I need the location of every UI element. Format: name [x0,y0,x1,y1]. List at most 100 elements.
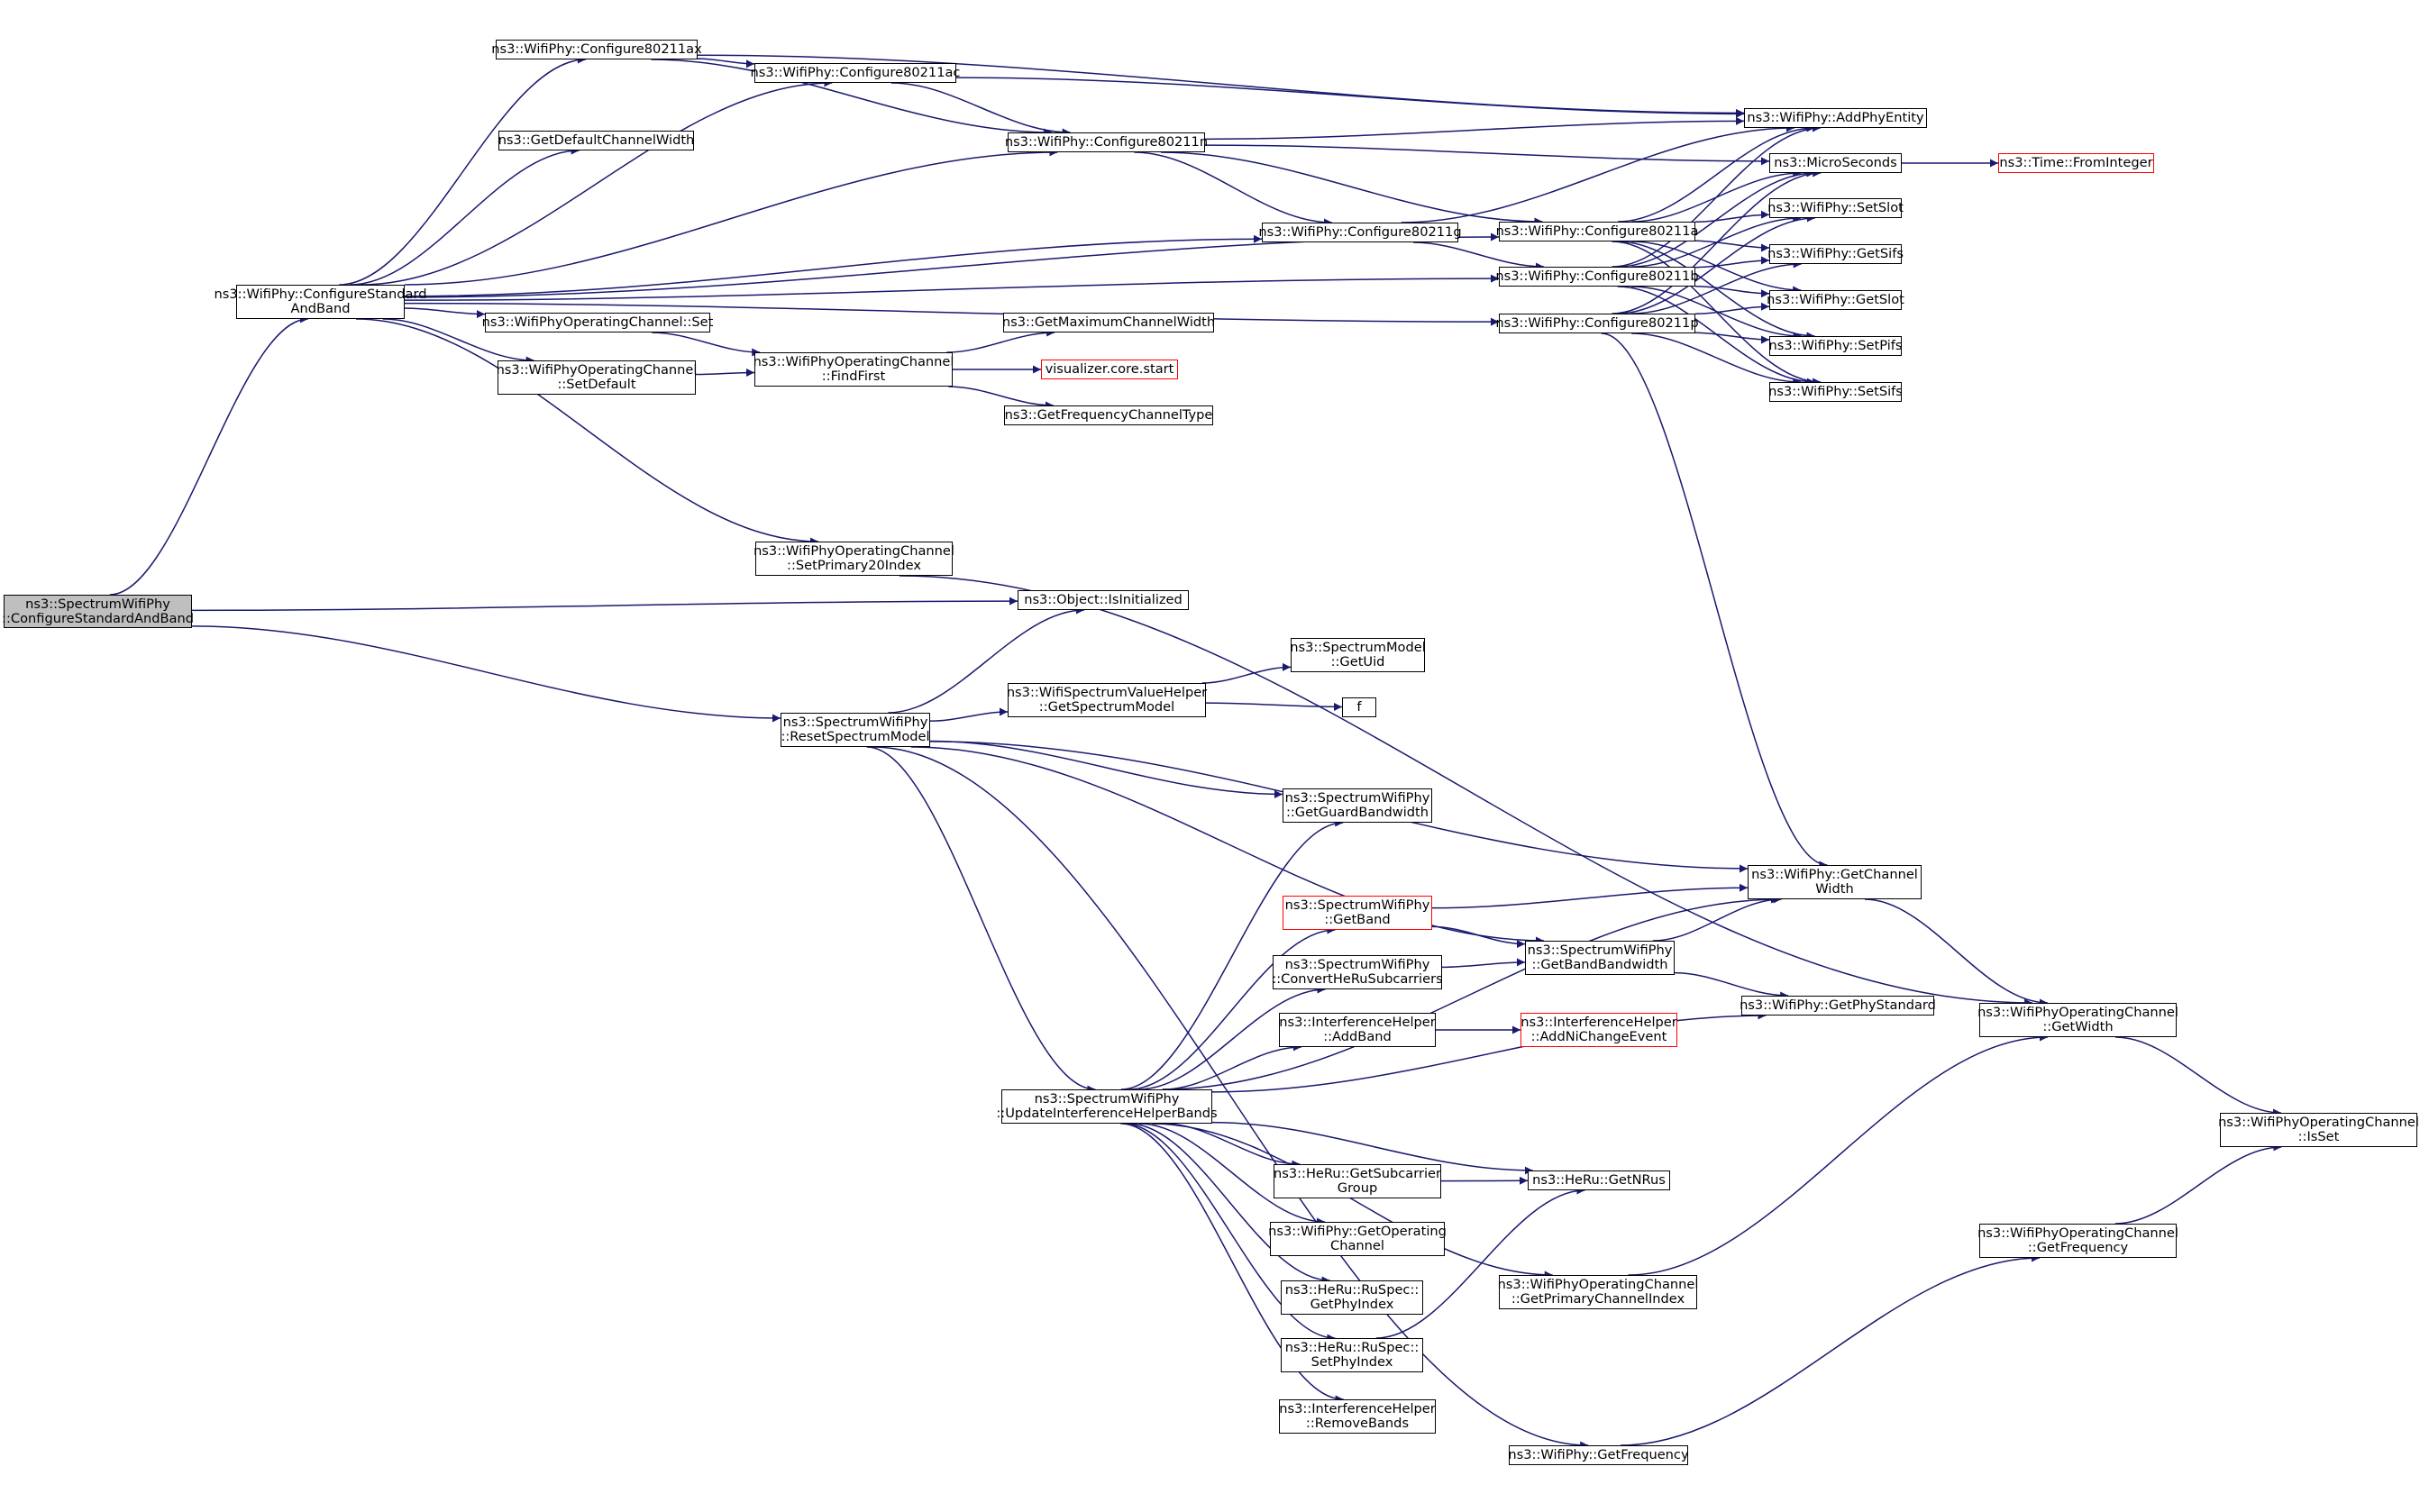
node-spectrumwifiphy-resetspectrummodel[interactable]: ns3::SpectrumWifiPhy::ResetSpectrumModel [781,713,930,747]
node-label-line: ns3::WifiPhy::Configure80211b [1495,269,1699,284]
node-configure-80211g[interactable]: ns3::WifiPhy::Configure80211g [1258,223,1462,242]
node-spectrumwifiphy-getband[interactable]: ns3::SpectrumWifiPhy::GetBand [1283,896,1432,930]
node-interferencehelper-removebands[interactable]: ns3::InterferenceHelper::RemoveBands [1279,1399,1436,1434]
node-configure-80211p[interactable]: ns3::WifiPhy::Configure80211p [1495,314,1699,333]
node-label-line: ::ResetSpectrumModel [781,729,930,744]
edge-get_channel_width-to-operating_channel_get_width [1865,898,2048,1007]
node-label-line: ns3::WifiPhy::GetSlot [1767,292,1904,307]
edge-configure_80211a-to-set_slot [1694,210,1770,223]
node-operatingchannel-getfrequency[interactable]: ns3::WifiPhyOperatingChannel::GetFrequen… [1977,1224,2178,1258]
node-wifiphy-getfrequency[interactable]: ns3::WifiPhy::GetFrequency [1508,1445,1689,1465]
edge-wifiphy_configure_standard-to-configure_80211g [404,234,1263,297]
edge-get_band-to-get_channel_width [1431,883,1749,909]
node-label-line: ::GetBandBandwidth [1531,957,1668,972]
edge-wifiphy_configure_standard-to-configure_80211ax [339,55,586,286]
node-getmaximumchannelwidth[interactable]: ns3::GetMaximumChannelWidth [1002,313,1215,332]
node-heru-getnrus[interactable]: ns3::HeRu::GetNRus [1528,1170,1670,1190]
node-configure-80211ac[interactable]: ns3::WifiPhy::Configure80211ac [751,63,960,83]
node-interferencehelper-addnichangeevent[interactable]: ns3::InterferenceHelper::AddNiChangeEven… [1520,1013,1677,1047]
edge-root-to-wifiphy_configure_standard [109,314,308,596]
node-spectrumwifiphy-convertherusubcarriers[interactable]: ns3::SpectrumWifiPhy::ConvertHeRuSubcarr… [1272,955,1443,989]
edge-operating_channel_get_frequency-to-operating_channel_is_set [2114,1143,2282,1225]
node-setslot[interactable]: ns3::WifiPhy::SetSlot [1767,198,1904,218]
edge-wifiphy_configure_standard-to-configure_80211p [404,302,1500,326]
edge-root-to-object_is_initialized [191,597,1018,612]
node-wifispectrumvaluehelper-getspectrummodel[interactable]: ns3::WifiSpectrumValueHelper::GetSpectru… [1007,683,1207,717]
node-microseconds[interactable]: ns3::MicroSeconds [1769,153,1902,173]
edge-update_interference_helper_bands-to-interference_remove_bands [1120,1123,1344,1404]
edge-configure_80211b-to-micro_seconds [1618,169,1815,268]
node-label-line: ::GetPrimaryChannelIndex [1511,1291,1685,1307]
node-label-line: ::GetFrequency [2027,1240,2129,1255]
node-f[interactable]: f [1342,697,1376,717]
edge-get_band_bandwidth-to-get_phy_standard [1674,971,1789,1000]
edge-update_interference_helper_bands-to-get_band [1128,925,1336,1090]
node-heru-ruspec-setphyindex[interactable]: ns3::HeRu::RuSpec::SetPhyIndex [1281,1338,1423,1372]
node-visualizer-core-start[interactable]: visualizer.core.start [1041,360,1178,379]
node-operatingchannel-setprimary20index[interactable]: ns3::WifiPhyOperatingChannel::SetPrimary… [753,542,954,576]
edge-configure_80211n-to-micro_seconds [1204,144,1770,166]
node-label-line: ns3::WifiPhy::GetPhyStandard [1740,997,1936,1013]
node-configure-80211n[interactable]: ns3::WifiPhy::Configure80211n [1005,132,1208,152]
node-operatingchannel-set[interactable]: ns3::WifiPhyOperatingChannel::Set [482,313,713,332]
edge-configure_80211p-to-micro_seconds [1612,169,1822,314]
node-label-line: ns3::WifiPhy::Configure80211p [1495,315,1699,331]
edge-update_interference_helper_bands-to-he_ru_get_nrus [1211,1121,1533,1175]
edge-wifiphy_get_frequency-to-operating_channel_get_frequency [1621,1253,2041,1446]
node-label-line: ns3::WifiPhy::Configure80211g [1258,224,1462,240]
node-addphyentity[interactable]: ns3::WifiPhy::AddPhyEntity [1744,108,1927,128]
node-operatingchannel-setdefault[interactable]: ns3::WifiPhyOperatingChannel::SetDefault [497,360,697,395]
node-configure-80211a[interactable]: ns3::WifiPhy::Configure80211a [1496,222,1698,241]
node-label-line: ns3::WifiPhy::SetSifs [1768,384,1903,399]
node-spectrumwifiphy-updateinterferencehelperbands[interactable]: ns3::SpectrumWifiPhy::UpdateInterference… [996,1089,1218,1124]
node-spectrumwifiphy-getbandbandwidth[interactable]: ns3::SpectrumWifiPhy::GetBandBandwidth [1525,941,1675,975]
edge-reset_spectrum_model-to-object_is_initialized [888,606,1084,714]
edge-reset_spectrum_model-to-update_interference_helper_bands [866,746,1096,1094]
node-time-frominteger[interactable]: ns3::Time::FromInteger [1998,153,2154,173]
edge-operating_channel_set_default-to-operating_channel_find_first [695,368,755,377]
node-setpifs[interactable]: ns3::WifiPhy::SetPifs [1768,336,1903,356]
edge-wifiphy_configure_standard-to-operating_channel_set_primary20 [355,318,819,546]
node-interferencehelper-addband[interactable]: ns3::InterferenceHelper::AddBand [1279,1013,1436,1047]
edge-update_interference_helper_bands-to-convert_he_ru_subcarriers [1138,985,1326,1090]
node-label-line: ns3::Object::IsInitialized [1024,592,1183,607]
node-label-line: ns3::SpectrumWifiPhy [25,596,170,612]
node-setsifs[interactable]: ns3::WifiPhy::SetSifs [1768,382,1903,402]
node-label-line: ns3::WifiPhy::GetFrequency [1508,1447,1689,1462]
node-configure-80211ax[interactable]: ns3::WifiPhy::Configure80211ax [491,40,702,59]
edge-update_interference_helper_bands-to-he_ru_spec_get_phy_index [1128,1123,1330,1285]
node-getsifs[interactable]: ns3::WifiPhy::GetSifs [1767,244,1904,264]
node-label-line: ns3::SpectrumWifiPhy [782,715,928,730]
edge-get_primary_channel_index-to-operating_channel_get_width [1628,1033,2049,1276]
node-label-line: ns3::WifiPhyOperatingChannel [1497,1277,1699,1292]
node-label-line: ns3::WifiPhyOperatingChannel [2218,1115,2419,1130]
node-operatingchannel-getwidth[interactable]: ns3::WifiPhyOperatingChannel::GetWidth [1977,1003,2178,1037]
node-spectrummodel-getuid[interactable]: ns3::SpectrumModel::GetUid [1290,638,1426,672]
node-getdefaultchannelwidth[interactable]: ns3::GetDefaultChannelWidth [498,131,694,150]
node-label-line: ns3::GetDefaultChannelWidth [498,132,695,148]
node-getslot[interactable]: ns3::WifiPhy::GetSlot [1767,290,1904,310]
node-object-isinitialized[interactable]: ns3::Object::IsInitialized [1018,590,1189,610]
node-label-line: ns3::InterferenceHelper [1520,1015,1677,1030]
node-heru-ruspec-getphyindex[interactable]: ns3::HeRu::RuSpec::GetPhyIndex [1281,1280,1423,1315]
node-label-line: ns3::HeRu::GetNRus [1532,1172,1666,1188]
node-label-line: ::GetWidth [2042,1019,2114,1034]
node-label-line: ns3::SpectrumWifiPhy [1284,957,1430,972]
node-wifiphy-getphystandard[interactable]: ns3::WifiPhy::GetPhyStandard [1740,996,1936,1016]
edge-operating_channel_find_first-to-get_maximum_channel_width [946,328,1055,353]
node-spectrumwifiphy-getguardbandwidth[interactable]: ns3::SpectrumWifiPhy::GetGuardBandwidth [1283,788,1432,823]
edge-operating_channel_get_width-to-operating_channel_is_set [2115,1036,2281,1117]
node-label-line: ns3::WifiPhyOperatingChannel [1977,1005,2178,1020]
node-operatingchannel-findfirst[interactable]: ns3::WifiPhyOperatingChannel::FindFirst [753,352,954,387]
node-operatingchannel-isset[interactable]: ns3::WifiPhyOperatingChannel::IsSet [2218,1113,2419,1147]
edge-reset_spectrum_model-to-wifiphy_get_frequency [872,746,1589,1450]
edge-configure_80211p-to-set_sifs [1631,332,1802,387]
node-operatingchannel-getprimarychannelindex[interactable]: ns3::WifiPhyOperatingChannel::GetPrimary… [1497,1275,1699,1309]
node-configure-80211b[interactable]: ns3::WifiPhy::Configure80211b [1495,267,1699,287]
node-getfrequencychanneltype[interactable]: ns3::GetFrequencyChannelType [1004,405,1213,425]
